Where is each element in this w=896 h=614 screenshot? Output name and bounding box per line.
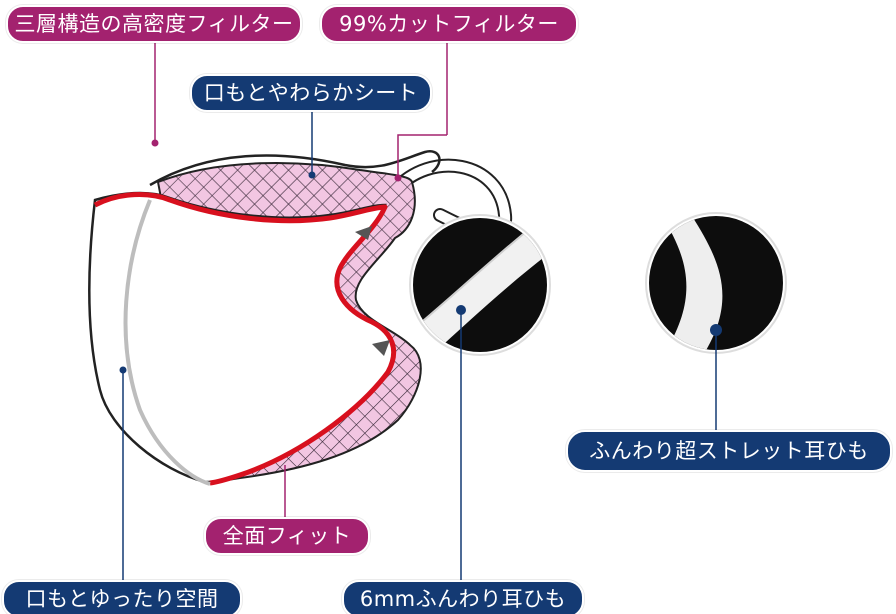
label-99-cut-filter: 99%カットフィルター: [320, 5, 578, 43]
label-three-layer-filter: 三層構造の高密度フィルター: [6, 5, 302, 43]
label-mouth-spacious: 口もとゆったり空間: [2, 580, 242, 614]
stretch-ear-loop-zoom-circle: [645, 212, 787, 354]
top-rim: [149, 150, 441, 187]
ear-loop-zoom-circle: [409, 214, 551, 356]
label-super-stretch-ear-loop: ふんわり超ストレット耳ひも: [566, 430, 892, 472]
label-6mm-ear-loop: 6mmふんわり耳ひも: [342, 580, 584, 614]
fit-edge: [93, 192, 397, 486]
inner-seam: [123, 199, 211, 486]
label-full-fit: 全面フィット: [204, 517, 370, 555]
label-mouth-soft-sheet: 口もとやわらかシート: [190, 74, 432, 112]
